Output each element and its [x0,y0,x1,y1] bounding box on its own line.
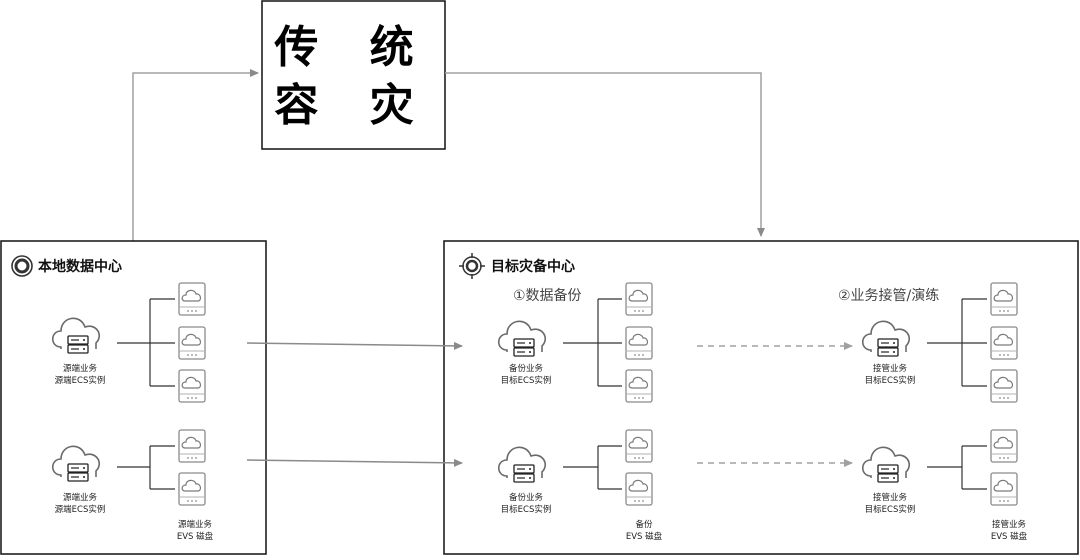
cloud-disk-icon [990,326,1018,360]
replication-arrow-row2 [246,458,463,467]
traditional-dr-box [261,0,446,150]
replication-arrow-row1 [246,341,463,350]
evs-disk-label-2: EVS 磁盘 [626,531,663,542]
cloud-disk-icon [178,326,206,360]
connector-local-to-top [132,69,259,241]
cloud-disk-icon [990,282,1018,316]
takeover-biz-label-2: 接管业务 [873,492,908,503]
backup-biz-label: 备份业务 [509,363,544,374]
cloud-disk-icon [178,472,206,506]
cloud-disk-icon [625,326,653,360]
source-biz-evs-label: 源端业务 [178,519,213,530]
source-biz-label-2: 源端业务 [63,492,98,503]
evs-disk-label: EVS 磁盘 [177,531,214,542]
target-ecs-label-2: 目标ECS实例 [501,504,552,515]
bracket-local-row2 [117,445,175,490]
local-dc-box [0,240,267,555]
step-backup-label: ①数据备份 [513,287,582,304]
takeover-biz-label: 接管业务 [873,363,908,374]
crosshair-icon [459,253,485,279]
bracket-local-row1 [117,298,175,387]
cloud-disk-icon [990,472,1018,506]
bracket-backup-row1 [563,298,622,387]
top-box-line2: 容 灾 [274,80,431,131]
target-dc-title: 目标灾备中心 [491,258,575,275]
cloud-disk-icon [990,429,1018,463]
target-ecs-label-3: 目标ECS实例 [865,375,916,386]
ring-icon [11,255,33,277]
connector-top-to-target [445,72,765,237]
step-takeover-label: ②业务接管/演练 [838,287,939,304]
cloud-disk-icon [625,472,653,506]
target-ecs-label-4: 目标ECS实例 [865,504,916,515]
target-dc-box [443,240,1079,555]
cloud-disk-icon [178,369,206,403]
takeover-biz-evs-label: 接管业务 [992,519,1027,530]
cloud-disk-icon [178,429,206,463]
bracket-backup-row2 [563,445,622,490]
source-ecs-label: 源端ECS实例 [55,375,106,386]
backup-label: 备份 [635,519,653,530]
bracket-takeover-row1 [927,298,987,387]
top-box-line1: 传 统 [273,22,431,73]
source-ecs-label-2: 源端ECS实例 [55,504,106,515]
backup-biz-label-2: 备份业务 [509,492,544,503]
local-dc-title: 本地数据中心 [38,258,122,275]
cloud-disk-icon [625,429,653,463]
evs-disk-label-3: EVS 磁盘 [991,531,1028,542]
cloud-disk-icon [178,282,206,316]
source-biz-label: 源端业务 [63,363,98,374]
bracket-takeover-row2 [927,445,987,490]
cloud-disk-icon [625,282,653,316]
cloud-disk-icon [625,369,653,403]
target-ecs-label: 目标ECS实例 [501,375,552,386]
cloud-disk-icon [990,369,1018,403]
